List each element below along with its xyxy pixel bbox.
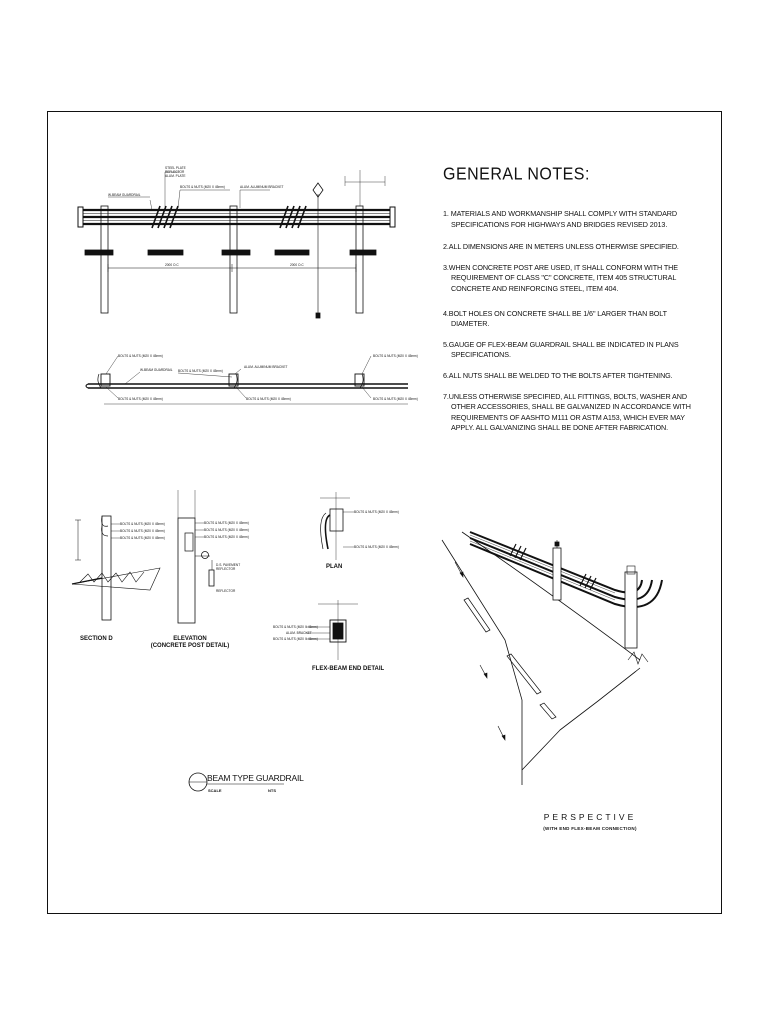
flex-beam-end-detail: BOLTS & NUTS (M20 X 45mm) ALUM. BRACKET … [273, 600, 358, 660]
svg-text:W-BEAM GUARDRAIL: W-BEAM GUARDRAIL [140, 368, 173, 372]
concrete-post-elevation-detail: BOLTS & NUTS (M20 X 45mm) BOLTS & NUTS (… [177, 490, 249, 624]
svg-text:BOLTS & NUTS (M20 X 45mm): BOLTS & NUTS (M20 X 45mm) [204, 521, 249, 525]
flex-beam-end-detail-label: FLEX-BEAM END DETAIL [312, 666, 385, 672]
perspective-sublabel: (WITH END FLEX-BEAM CONNECTION) [543, 826, 637, 831]
guardrail-plan-view: BOLTS & NUTS (M20 X 45mm) W-BEAM GUARDRA… [85, 354, 418, 405]
guardrail-elevation-view: 2000 O.C 2000 O.C W-BEAM GUARDRAIL STEEL… [77, 166, 396, 319]
section-d-label: SECTION D [80, 636, 113, 642]
svg-text:STEEL PLATE: STEEL PLATE [165, 166, 186, 170]
general-notes-title: GENERAL NOTES: [443, 165, 590, 184]
svg-text:BOLTS & NUTS (M20 X 45mm): BOLTS & NUTS (M20 X 45mm) [118, 397, 163, 401]
general-note-4: 4.BOLT HOLES ON CONCRETE SHALL BE 1/6" L… [443, 308, 667, 329]
plan-detail: BOLTS & NUTS (M20 X 45mm) BOLTS & NUTS (… [320, 492, 399, 560]
svg-text:ALUM. PLATE: ALUM. PLATE [165, 174, 186, 178]
general-note-7: 7.UNLESS OTHERWISE SPECIFIED, ALL FITTIN… [443, 391, 691, 433]
general-note-5: 5.GAUGE OF FLEX-BEAM GUARDRAIL SHALL BE … [443, 339, 679, 360]
svg-text:W-BEAM GUARDRAIL: W-BEAM GUARDRAIL [108, 193, 141, 197]
general-note-1: 1. MATERIALS AND WORKMANSHIP SHALL COMPL… [443, 209, 677, 229]
svg-text:BOLTS & NUTS (M20 X 45mm): BOLTS & NUTS (M20 X 45mm) [204, 535, 249, 539]
svg-text:BOLTS & NUTS (M20 X 45mm): BOLTS & NUTS (M20 X 45mm) [273, 625, 318, 629]
svg-text:ALUM. ALUMINUM BRACKET: ALUM. ALUMINUM BRACKET [240, 185, 283, 189]
drawing-scale-label: SCALE [208, 788, 222, 793]
general-note-6: 6.ALL NUTS SHALL BE WELDED TO THE BOLTS … [443, 370, 673, 380]
svg-text:REFLECTOR: REFLECTOR [216, 589, 236, 593]
svg-text:BOLTS & NUTS (M20 X 45mm): BOLTS & NUTS (M20 X 45mm) [246, 397, 291, 401]
svg-text:BOLTS & NUTS (M20 X 45mm): BOLTS & NUTS (M20 X 45mm) [118, 354, 163, 358]
svg-text:BOLTS & NUTS (M20 X 45mm): BOLTS & NUTS (M20 X 45mm) [120, 529, 165, 533]
svg-text:BOLTS & NUTS (M20 X 45mm): BOLTS & NUTS (M20 X 45mm) [354, 545, 399, 549]
general-note-2: 2.ALL DIMENSIONS ARE IN METERS UNLESS OT… [443, 242, 679, 252]
svg-text:ALUM. ALUMINUM BRACKET: ALUM. ALUMINUM BRACKET [244, 365, 287, 369]
svg-text:BOLTS & NUTS (M20 X 45mm): BOLTS & NUTS (M20 X 45mm) [354, 510, 399, 514]
svg-text:BOLTS & NUTS (M20 X 45mm): BOLTS & NUTS (M20 X 45mm) [373, 397, 418, 401]
elevation-label-line1: ELEVATION [173, 636, 207, 642]
drawing-scale-value: NTS [268, 788, 276, 793]
svg-text:2000 O.C: 2000 O.C [290, 263, 304, 267]
svg-text:BOLTS & NUTS (M20 X 45mm): BOLTS & NUTS (M20 X 45mm) [120, 522, 165, 526]
svg-text:ALUM. BRACKET: ALUM. BRACKET [286, 631, 312, 635]
svg-text:BOLTS & NUTS (M20 X 45mm): BOLTS & NUTS (M20 X 45mm) [120, 536, 165, 540]
elevation-label-line2: (CONCRETE POST DETAIL) [150, 643, 230, 649]
elevation-label: ELEVATION (CONCRETE POST DETAIL) [150, 636, 230, 650]
svg-text:D.S. PAVEMENT: D.S. PAVEMENT [216, 563, 240, 567]
svg-text:REFLECTOR: REFLECTOR [216, 567, 236, 571]
svg-text:BOLTS & NUTS (M20 X 45mm): BOLTS & NUTS (M20 X 45mm) [373, 354, 418, 358]
svg-text:BOLTS & NUTS (M20 X 45mm): BOLTS & NUTS (M20 X 45mm) [204, 528, 249, 532]
perspective-label: PERSPECTIVE [543, 812, 637, 822]
general-notes-list: 1. MATERIALS AND WORKMANSHIP SHALL COMPL… [443, 209, 705, 444]
svg-text:BOLTS & NUTS (M20 X 45mm): BOLTS & NUTS (M20 X 45mm) [178, 369, 223, 373]
drawing-sheet-border [47, 111, 722, 914]
svg-text:BOLTS & NUTS (M20 X 45mm): BOLTS & NUTS (M20 X 45mm) [180, 185, 225, 189]
svg-text:2000 O.C: 2000 O.C [165, 263, 179, 267]
plan-label: PLAN [326, 564, 343, 570]
svg-text:BOLTS & NUTS (M20 X 45mm): BOLTS & NUTS (M20 X 45mm) [273, 637, 318, 641]
svg-text:REFLECTOR: REFLECTOR [165, 170, 185, 174]
section-d-detail: BOLTS & NUTS (M20 X 45mm) BOLTS & NUTS (… [71, 515, 165, 621]
drawing-title: BEAM TYPE GUARDRAIL [207, 773, 304, 783]
guardrail-perspective-view [441, 531, 663, 785]
general-note-3: 3.WHEN CONCRETE POST ARE USED, IT SHALL … [443, 262, 678, 293]
title-symbol [188, 772, 284, 792]
